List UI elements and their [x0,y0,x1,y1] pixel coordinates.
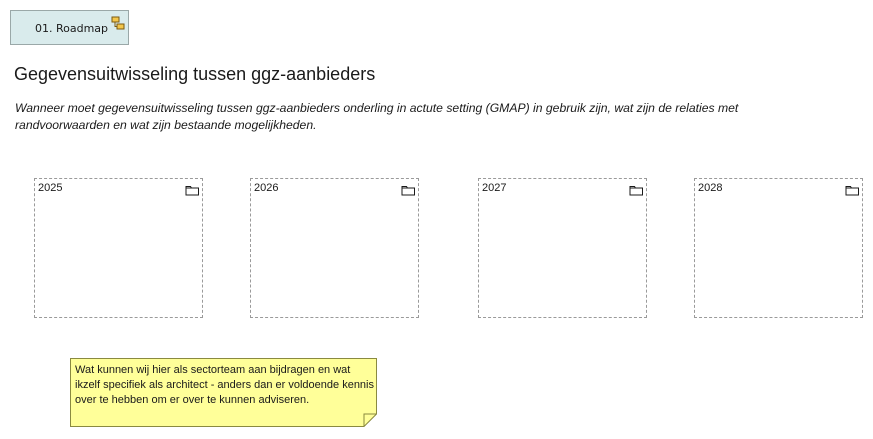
folder-icon [185,186,199,196]
diagram-tab[interactable]: 01. Roadmap [10,10,129,45]
page-description: Wanneer moet gegevensuitwisseling tussen… [15,101,739,132]
page-title: Gegevensuitwisseling tussen ggz-aanbiede… [14,64,376,84]
year-box-label: 2028 [698,182,723,194]
year-box-label: 2025 [38,182,63,194]
folder-icon [401,186,415,196]
sticky-note[interactable]: Wat kunnen wij hier als sectorteam aan b… [70,358,377,427]
year-box-label: 2026 [254,182,279,194]
diagram-icon [111,16,125,30]
year-box-2026[interactable]: 2026 [250,178,419,318]
folder-icon [629,186,643,196]
year-box-label: 2027 [482,182,507,194]
year-box-2028[interactable]: 2028 [694,178,863,318]
note-text: Wat kunnen wij hier als sectorteam aan b… [75,364,374,406]
diagram-tab-label: 01. Roadmap [35,22,109,35]
year-box-2025[interactable]: 2025 [34,178,203,318]
folder-icon [845,186,859,196]
note-shape [70,358,377,427]
year-box-2027[interactable]: 2027 [478,178,647,318]
